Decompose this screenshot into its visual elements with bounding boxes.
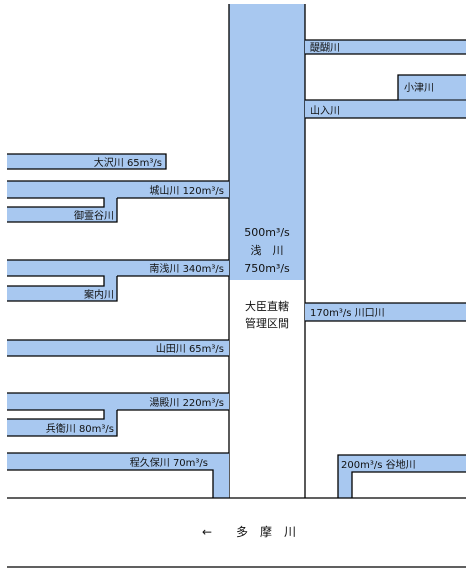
- yamairi-river-label: 山入川: [310, 105, 340, 117]
- shiroyama-river-label: 城山川 120m³/s: [149, 185, 224, 197]
- osawa-river: [7, 154, 166, 169]
- goryoya-river: [7, 207, 117, 222]
- minami-asa-river: [7, 260, 229, 276]
- hyoe-river: [7, 419, 117, 436]
- yamada-river: [7, 340, 229, 356]
- daigo-river-label: 醍醐川: [310, 42, 340, 54]
- main-discharge-lower: 750m³/s: [244, 262, 290, 275]
- yudono-river-label: 湯殿川 220m³/s: [149, 396, 224, 409]
- daigo-river: [305, 40, 466, 54]
- downstream-arrow: ←: [202, 525, 212, 539]
- annai-river-label: 案内川: [84, 288, 114, 301]
- ozu-river: [398, 75, 466, 100]
- hodokubo-river: [7, 453, 213, 470]
- kawaguchi-river: [305, 303, 466, 321]
- minami-asa-river-label: 南浅川 340m³/s: [149, 262, 224, 275]
- yaji-river-label: 200m³/s 谷地川: [341, 458, 416, 471]
- annai-river: [7, 286, 117, 301]
- yaji-river: [338, 455, 466, 472]
- yudono-river: [7, 393, 229, 410]
- yamada-river-label: 山田川 65m³/s: [156, 343, 224, 355]
- goryoya-river-label: 御霊谷川: [74, 209, 114, 222]
- osawa-river-label: 大沢川 65m³/s: [94, 156, 162, 169]
- section-label-line1: 大臣直轄: [245, 299, 289, 313]
- kawaguchi-river-label: 170m³/s 川口川: [310, 308, 385, 319]
- hyoe-river-label: 兵衛川 80m³/s: [46, 422, 114, 435]
- yamairi-river: [305, 100, 466, 118]
- section-label-line2: 管理区間: [245, 316, 289, 330]
- main-river-name: 浅 川: [251, 244, 284, 257]
- shiroyama-river: [7, 181, 229, 198]
- hodokubo-river-label: 程久保川 70m³/s: [130, 456, 208, 469]
- ozu-river-label: 小津川: [404, 82, 434, 94]
- main-river-upper: [229, 4, 305, 280]
- tama-river-label: 多 摩 川: [236, 524, 296, 539]
- main-discharge-upper: 500m³/s: [244, 226, 290, 239]
